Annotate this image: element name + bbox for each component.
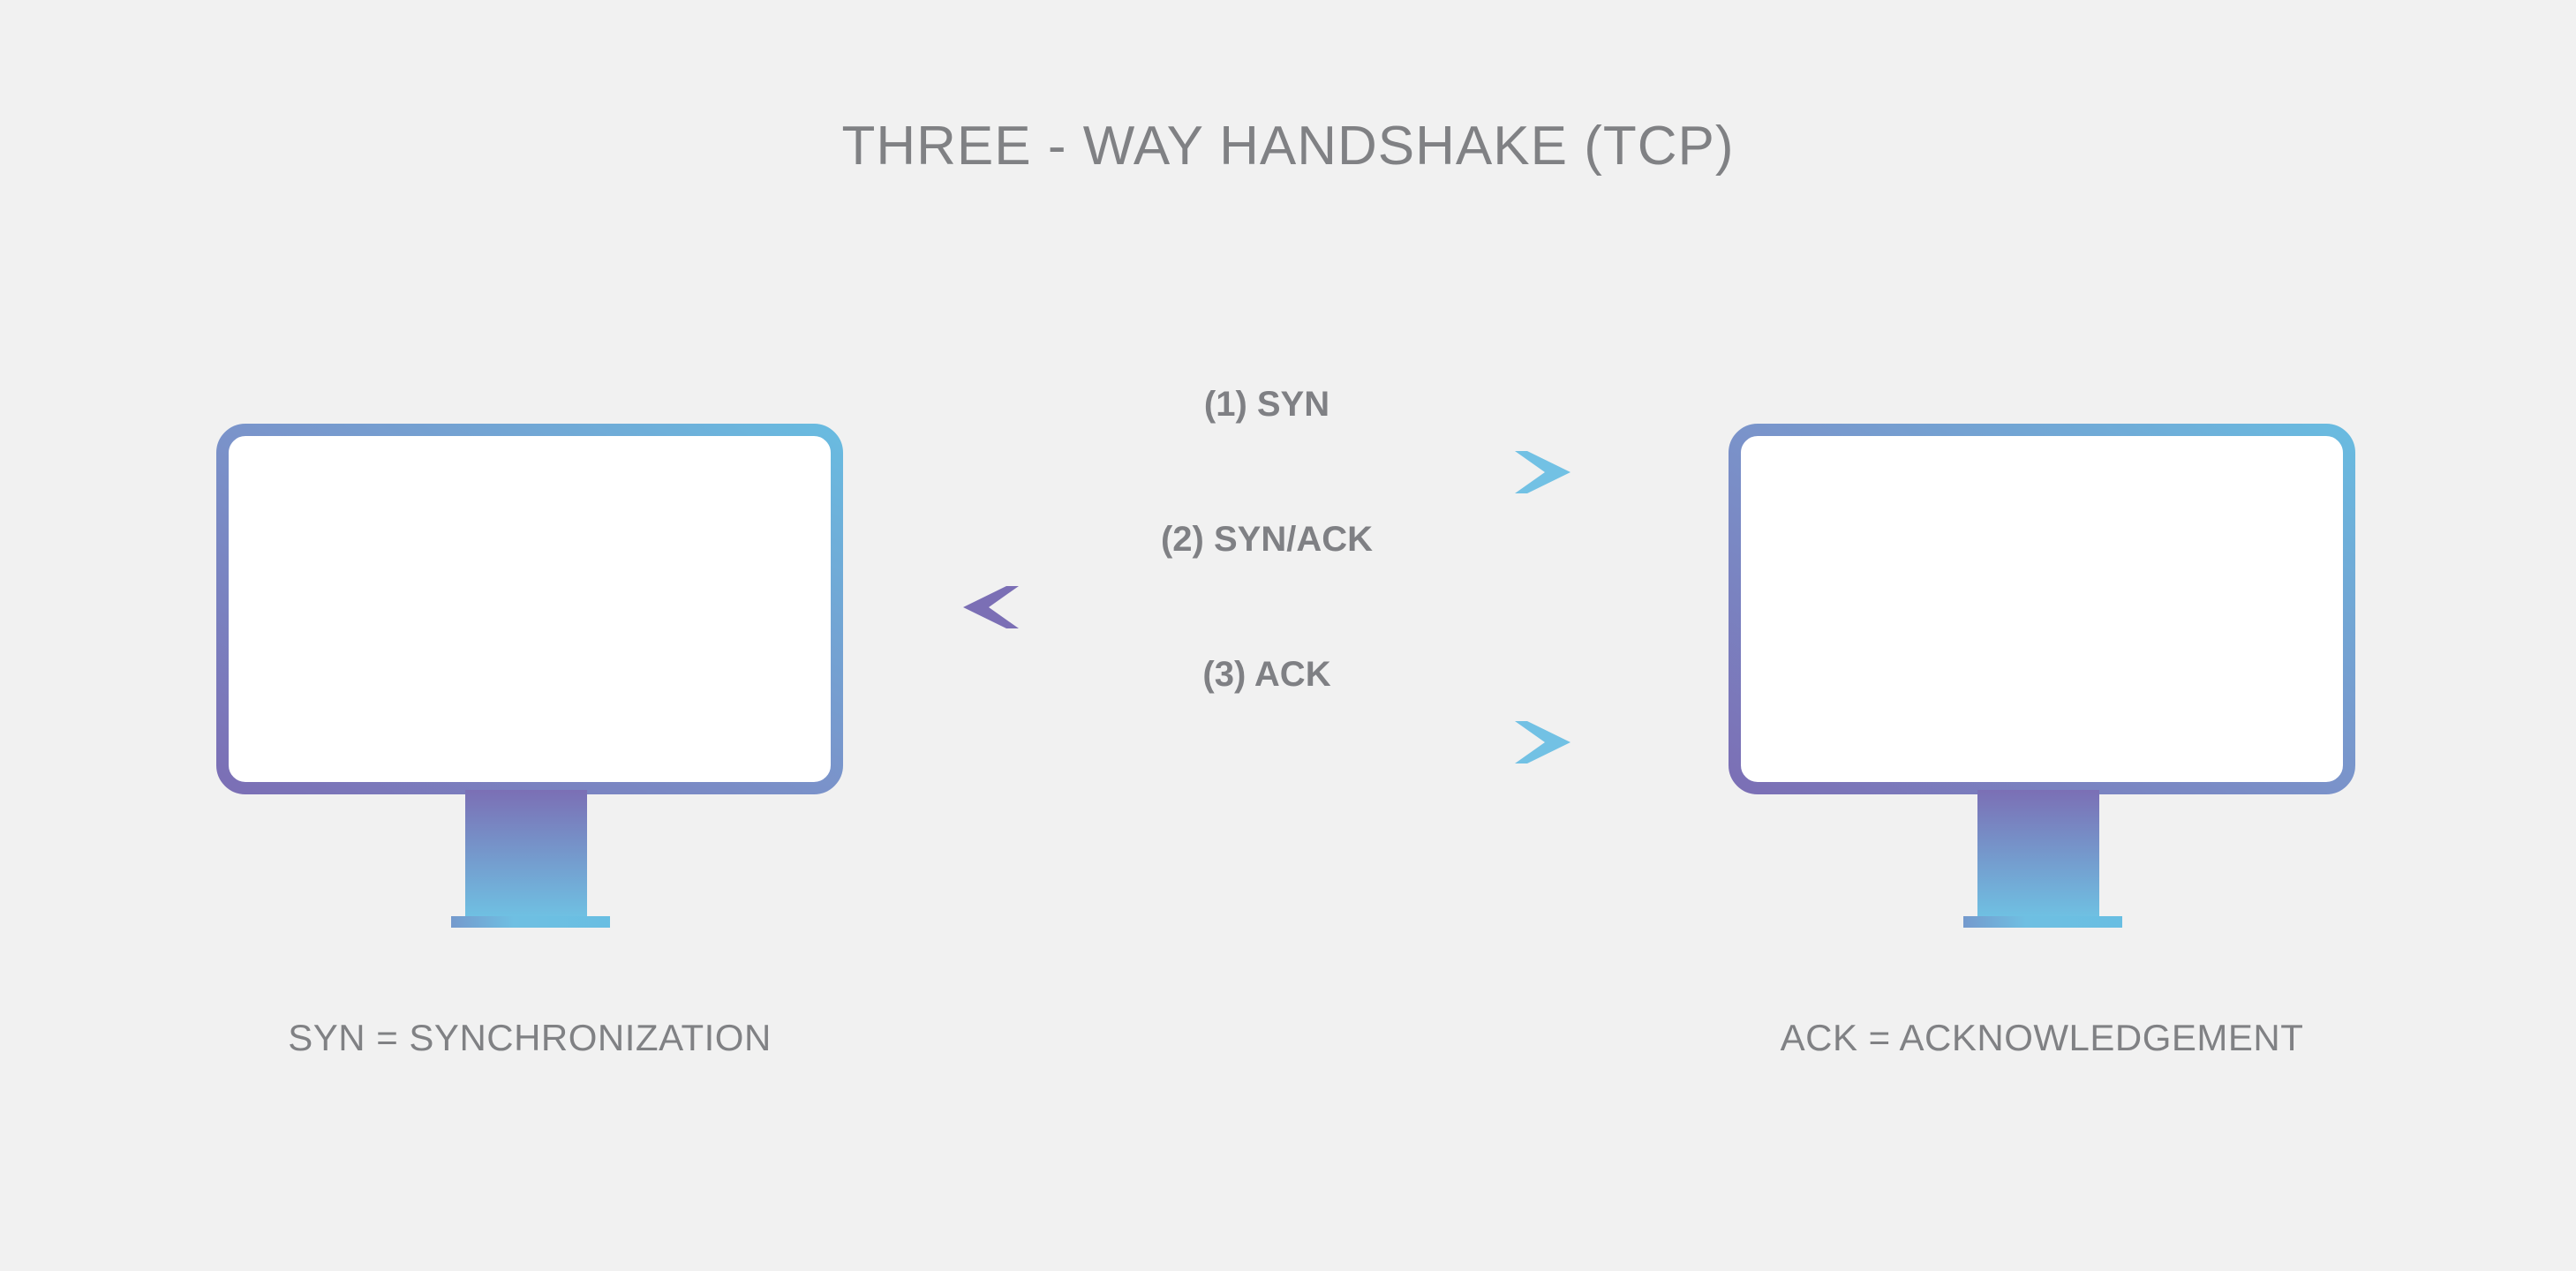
arrow-head-left (963, 586, 1019, 628)
arrow-right-icon (956, 721, 1570, 763)
message-label-syn: (1) SYN (1203, 385, 1330, 424)
monitor-neck (1977, 790, 2099, 916)
legend-ack: ACK = ACKNOWLEDGEMENT (1780, 1017, 2304, 1058)
monitor-screen-outline (1729, 424, 2355, 794)
arrow-head-right (1515, 721, 1570, 763)
monitor-base (451, 916, 610, 928)
message-label-ack: (3) ACK (1202, 655, 1331, 694)
message-label-synack: (2) SYN/ACK (1160, 520, 1374, 559)
monitor-server (1729, 424, 2355, 928)
monitor-stand (1963, 790, 2122, 928)
monitor-client (216, 424, 843, 928)
arrow-left-icon (963, 586, 1578, 628)
arrow-head-right (1515, 451, 1570, 493)
monitor-icon (216, 424, 843, 794)
message-sequence: (1) SYN (2) SYN/ACK (945, 353, 1589, 777)
monitor-icon (1729, 424, 2355, 794)
legend-syn: SYN = SYNCHRONIZATION (288, 1017, 772, 1058)
arrow-right-icon (956, 451, 1570, 493)
page-title: THREE - WAY HANDSHAKE (TCP) (841, 116, 1735, 177)
monitor-base (1963, 916, 2122, 928)
monitor-screen-outline (216, 424, 843, 794)
monitor-neck (465, 790, 587, 916)
monitor-stand (451, 790, 610, 928)
